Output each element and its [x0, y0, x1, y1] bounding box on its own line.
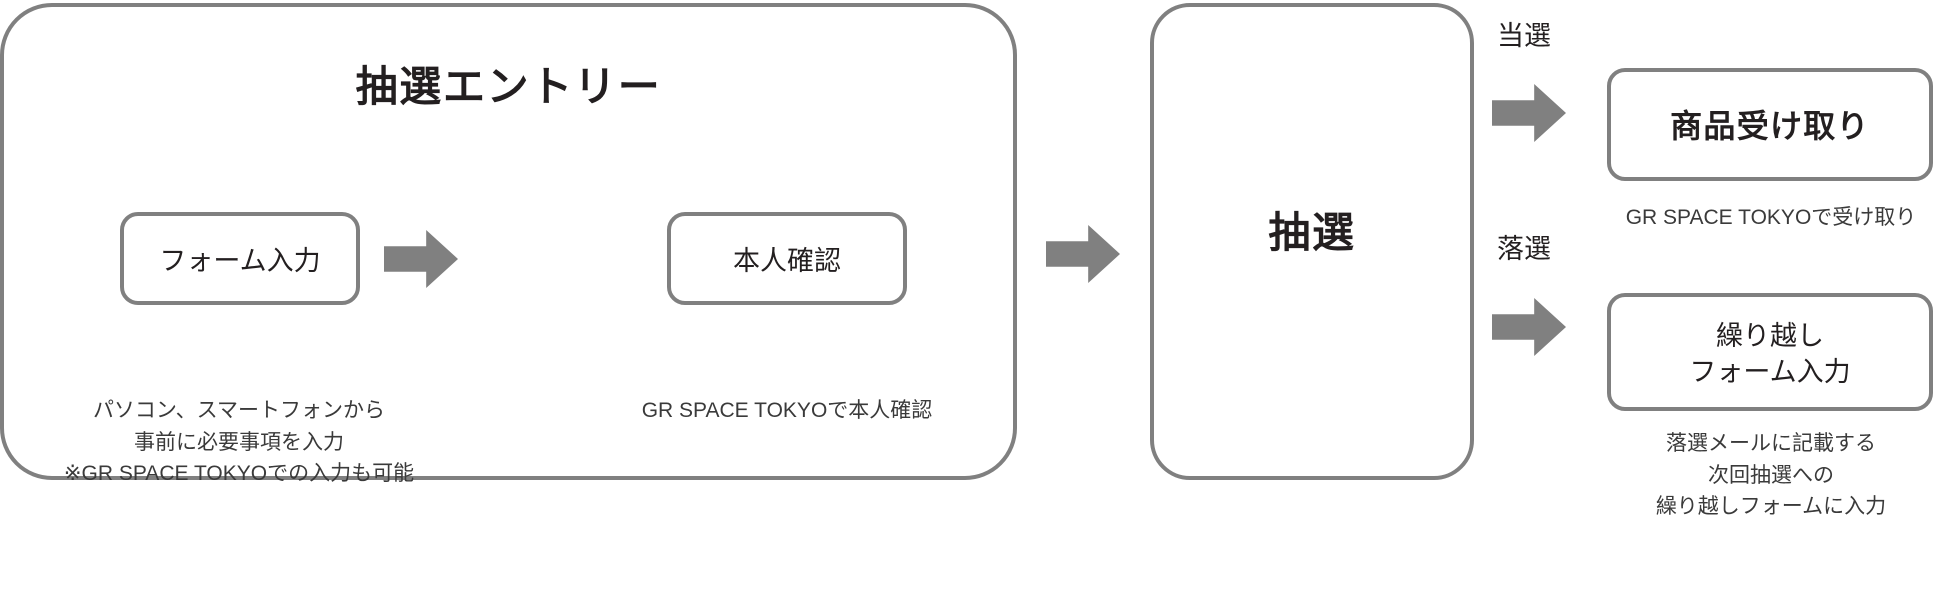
- step-caption-identity-verification: GR SPACE TOKYOで本人確認: [641, 399, 933, 422]
- step-box-form-input[interactable]: フォーム入力: [120, 212, 360, 305]
- draw-box-label: 抽選: [1268, 209, 1356, 256]
- edge-label-lose: 落選: [1497, 234, 1551, 264]
- edge-label-win: 当選: [1497, 21, 1551, 51]
- right-arrow-icon: [1046, 225, 1120, 283]
- step-caption-form-input: パソコン、スマートフォンから 事前に必要事項を入力 ※GR SPACE TOKY…: [63, 399, 415, 485]
- step-box-identity-verification-label: 本人確認: [733, 246, 841, 276]
- entry-group-container: 抽選エントリー フォーム入力 本人確認 パソコン、スマートフォンから 事前に必要…: [0, 3, 1017, 485]
- outcome-caption-product-pickup: GR SPACE TOKYOで受け取り: [1625, 206, 1917, 229]
- step-box-identity-verification[interactable]: 本人確認: [667, 212, 907, 305]
- draw-box[interactable]: 抽選: [1150, 3, 1474, 480]
- outcome-box-product-pickup-label: 商品受け取り: [1670, 108, 1870, 144]
- step-box-form-input-label: フォーム入力: [159, 246, 321, 276]
- entry-group-title: 抽選エントリー: [355, 63, 662, 110]
- right-arrow-icon: [1492, 84, 1566, 142]
- outcome-box-carryover-form-label: 繰り越し フォーム入力: [1689, 321, 1851, 387]
- outcome-box-carryover-form[interactable]: 繰り越し フォーム入力: [1607, 293, 1933, 411]
- right-arrow-icon: [384, 230, 458, 288]
- outcome-caption-carryover-form: 落選メールに記載する 次回抽選への 繰り越しフォームに入力: [1655, 432, 1887, 518]
- outcome-box-product-pickup[interactable]: 商品受け取り: [1607, 68, 1933, 181]
- right-arrow-icon: [1492, 298, 1566, 356]
